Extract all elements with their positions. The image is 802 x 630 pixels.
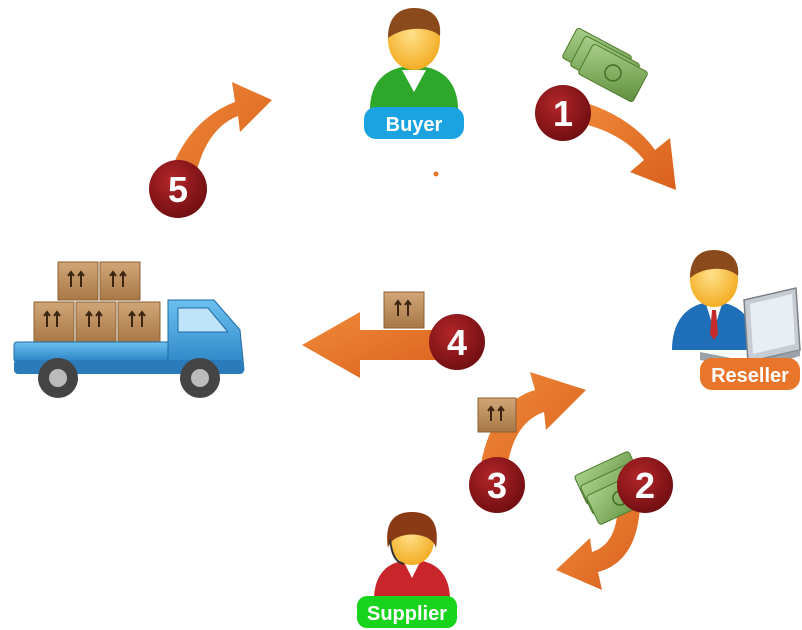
- center-dot: [433, 171, 439, 177]
- step-number: 4: [447, 322, 467, 363]
- box-icon: [57, 261, 141, 301]
- arrow-step-1: [575, 100, 676, 190]
- box-icon: [33, 301, 161, 343]
- arrow-step-4: [302, 312, 455, 378]
- arrow-step-2: [556, 500, 640, 590]
- step-badge-5: 5: [149, 160, 207, 218]
- step-number: 2: [635, 465, 655, 506]
- buyer-label: Buyer: [364, 107, 464, 139]
- buyer-label-text: Buyer: [386, 114, 443, 136]
- step-number: 1: [553, 93, 573, 134]
- reseller-avatar-icon: [672, 250, 756, 350]
- step-badge-3: 3: [469, 457, 525, 513]
- supplier-label: Supplier: [357, 596, 457, 628]
- buyer-avatar-icon: [370, 8, 458, 110]
- box-icon: [477, 397, 517, 433]
- step-badge-1: 1: [535, 85, 591, 141]
- reseller-label-text: Reseller: [711, 365, 789, 387]
- reseller-label: Reseller: [700, 358, 800, 390]
- box-icon: [383, 291, 425, 329]
- supplier-label-text: Supplier: [367, 603, 447, 625]
- step-number: 3: [487, 465, 507, 506]
- truck-icon: [13, 261, 245, 398]
- supplier-avatar-icon: [374, 512, 450, 600]
- step-badge-2: 2: [617, 457, 673, 513]
- step-badge-4: 4: [429, 314, 485, 370]
- money-icon: [562, 27, 648, 103]
- step-number: 5: [168, 169, 188, 210]
